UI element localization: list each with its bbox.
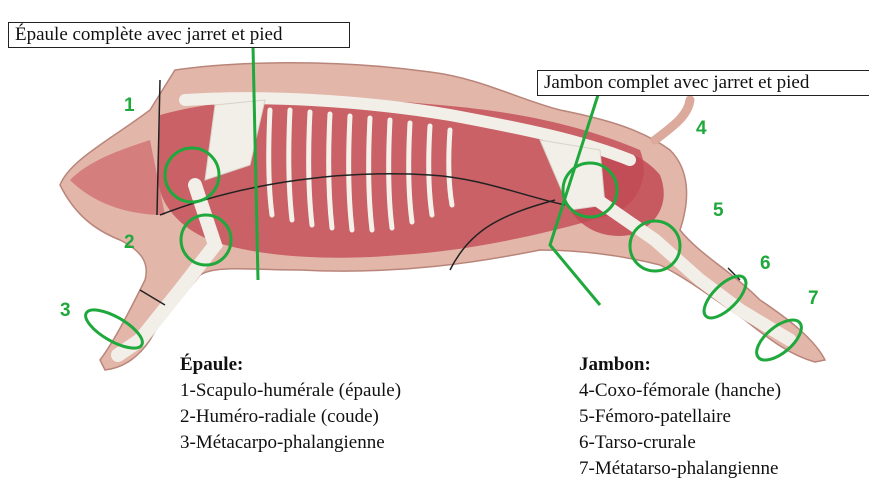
marker-4: 4 [696,118,707,140]
shoulder-legend: Épaule: 1-Scapulo-humérale (épaule) 2-Hu… [180,352,401,456]
marker-1: 1 [124,95,135,117]
legend-item: 4-Coxo-fémorale (hanche) [579,378,781,404]
ham-legend-title: Jambon: [579,352,781,378]
ham-callout-label: Jambon complet avec jarret et pied [537,70,869,96]
shoulder-callout-label: Épaule complète avec jarret et pied [8,22,350,48]
legend-item: 2-Huméro-radiale (coude) [180,404,401,430]
ham-legend: Jambon: 4-Coxo-fémorale (hanche) 5-Fémor… [579,352,781,482]
legend-item: 6-Tarso-crurale [579,430,781,456]
marker-7: 7 [808,288,819,310]
legend-item: 7-Métatarso-phalangienne [579,456,781,482]
legend-item: 1-Scapulo-humérale (épaule) [180,378,401,404]
marker-6: 6 [760,253,771,275]
tail [655,100,690,140]
marker-3: 3 [60,300,71,322]
marker-2: 2 [124,232,135,254]
legend-item: 3-Métacarpo-phalangienne [180,430,401,456]
legend-item: 5-Fémoro-patellaire [579,404,781,430]
marker-5: 5 [713,200,724,222]
shoulder-legend-title: Épaule: [180,352,401,378]
